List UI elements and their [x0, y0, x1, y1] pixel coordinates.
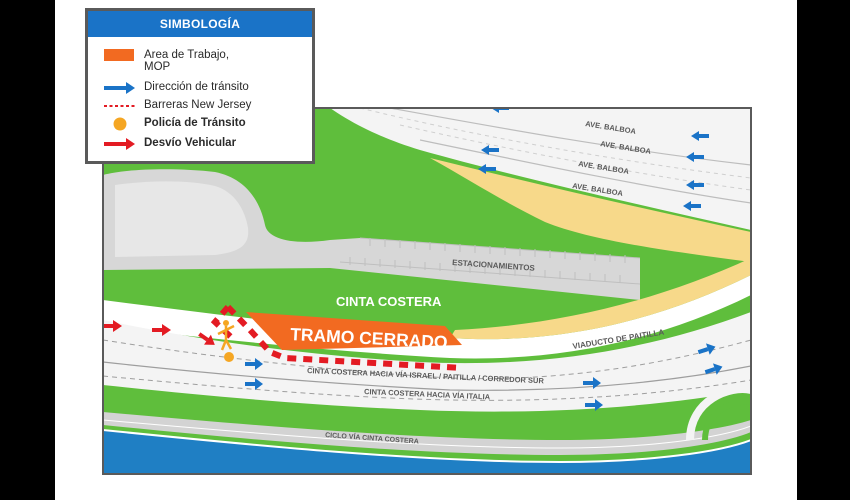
label-cinta-costera: CINTA COSTERA — [336, 294, 442, 309]
red-dashed-line-icon — [104, 99, 136, 113]
traffic-arrow-icon — [686, 180, 704, 190]
traffic-arrow-icon — [691, 131, 709, 141]
traffic-arrow-icon — [697, 343, 716, 355]
legend-item-barriers: Barreras New Jersey — [104, 99, 251, 113]
red-arrow-icon — [104, 137, 136, 151]
traffic-police-icon — [217, 320, 235, 362]
detour-arrow-icon — [103, 320, 122, 332]
work-area-swatch-icon — [104, 49, 136, 63]
costera-lane-line — [103, 339, 751, 380]
viaduct-band — [430, 158, 751, 262]
legend-box: SIMBOLOGÍA Area de Trabajo, MOP Direcció… — [85, 8, 315, 164]
detour-arrow-icon — [198, 332, 215, 345]
traffic-arrows-balboa — [478, 108, 709, 211]
balboa-lane-line — [419, 139, 751, 204]
traffic-arrow-icon — [704, 363, 723, 375]
ave-balboa-roadway — [330, 108, 751, 230]
balboa-lane-line — [399, 124, 751, 191]
traffic-arrows-costera — [245, 343, 723, 411]
interchange-loop — [702, 398, 751, 441]
blue-arrow-icon — [104, 81, 136, 95]
legend-label: Dirección de tránsito — [144, 81, 249, 93]
traffic-arrow-icon — [481, 145, 499, 155]
legend-label: Barreras New Jersey — [144, 99, 252, 111]
viaduct-side-band — [450, 258, 751, 340]
orange-dot-icon — [104, 117, 136, 131]
traffic-arrow-icon — [686, 152, 704, 162]
parking-stall-ticks — [349, 238, 626, 283]
legend-label: Desvío Vehicular — [144, 137, 237, 149]
work-area-mop — [246, 312, 462, 350]
water-bay — [103, 430, 751, 474]
legend-item-police: Policía de Tránsito — [104, 117, 246, 131]
legend-label-line2: MOP — [144, 61, 171, 73]
traffic-arrow-icon — [245, 358, 263, 370]
coastline-wall — [103, 429, 751, 464]
traffic-arrow-icon — [245, 378, 263, 390]
legend-title: SIMBOLOGÍA — [88, 11, 312, 37]
legend-item-work-area: Area de Trabajo, MOP — [104, 49, 229, 73]
ciclovia-edge — [103, 419, 751, 449]
legend-item-detour: Desvío Vehicular — [104, 137, 236, 151]
new-jersey-barrier — [225, 304, 463, 371]
legend-label: Policía de Tránsito — [144, 117, 246, 129]
traffic-arrow-icon — [683, 201, 701, 211]
map-border — [102, 107, 752, 475]
legend-item-traffic-direction: Dirección de tránsito — [104, 81, 249, 95]
costera-median-line — [103, 361, 751, 391]
traffic-arrow-icon — [478, 164, 496, 174]
viaducto-de-paitilla-road — [103, 275, 751, 359]
interchange-loop — [686, 385, 751, 441]
traffic-arrow-icon — [583, 377, 601, 389]
ciclovia-path — [103, 412, 751, 455]
detour-arrow-icon — [152, 324, 171, 336]
traffic-arrow-icon — [585, 399, 603, 411]
legend-label: Area de Trabajo, — [144, 49, 230, 61]
balboa-lane-line — [359, 108, 751, 179]
detour-arrows — [103, 320, 215, 345]
parking-inner-lawn — [115, 181, 249, 257]
